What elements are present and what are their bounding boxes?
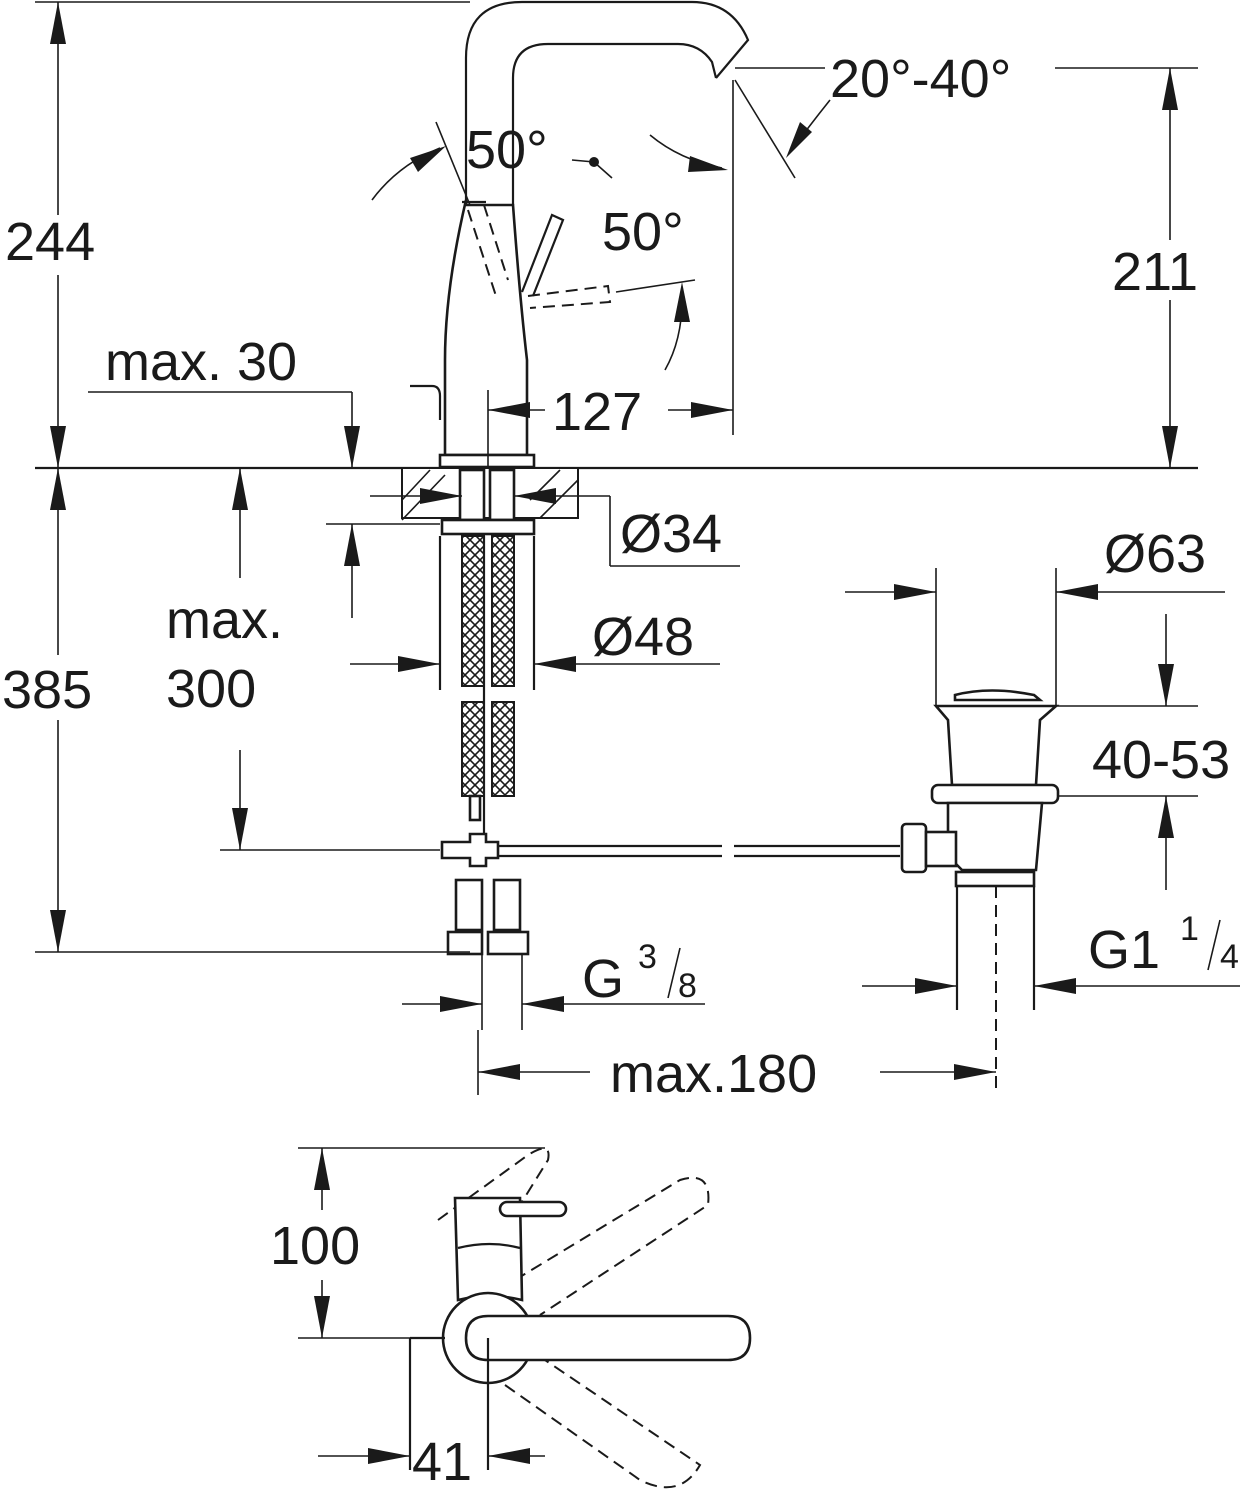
hose-right	[491, 535, 515, 687]
dim-40-53: 40-53	[1092, 730, 1230, 790]
dim-diameter-48: Ø48	[592, 607, 694, 667]
supply-fraction-slash	[667, 947, 681, 999]
dim-385: 385	[2, 660, 92, 720]
dim-lever-angle-rear: 50°	[466, 120, 548, 180]
dim-max-label: max.	[166, 590, 283, 650]
dim-244: 244	[5, 212, 95, 272]
dim-127: 127	[552, 382, 642, 442]
dim-max-180: max.180	[610, 1044, 817, 1104]
dim-g-supply-num: 3	[638, 938, 657, 976]
dimension-lines	[35, 1, 1240, 1464]
dim-100: 100	[270, 1216, 360, 1276]
hose-left	[461, 535, 485, 687]
dim-g1-waste-num: 1	[1180, 910, 1199, 948]
pop-up-waste	[900, 689, 1060, 1095]
dim-lever-angle-front: 50°	[602, 202, 684, 262]
dim-diameter-34: Ø34	[620, 504, 722, 564]
dim-spout-angle: 20°-40°	[830, 49, 1011, 109]
dim-g-supply: G	[582, 949, 624, 1009]
dim-41: 41	[412, 1432, 472, 1492]
faucet-plan-view	[408, 1147, 752, 1489]
dim-g1-waste-den: 4	[1220, 938, 1239, 976]
dim-max-30: max. 30	[105, 332, 297, 392]
dim-300: 300	[166, 659, 256, 719]
dim-diameter-63: Ø63	[1104, 524, 1206, 584]
dim-211: 211	[1112, 242, 1198, 302]
dim-g1-waste: G1	[1088, 920, 1160, 980]
waste-fraction-slash	[1207, 919, 1221, 971]
dim-g-supply-den: 8	[678, 967, 697, 1005]
faucet-side-elevation	[401, 0, 900, 956]
